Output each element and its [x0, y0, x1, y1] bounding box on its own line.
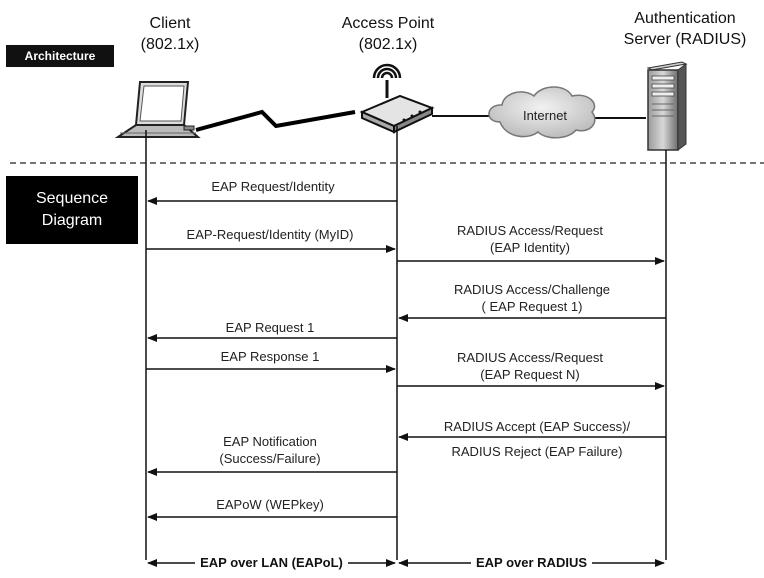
msg-radius-access-request-n-line2: (EAP Request N): [480, 367, 580, 382]
wireless-link-icon: [195, 109, 356, 132]
sequence-tag-line1: Sequence: [35, 190, 109, 207]
access-point-icon: [359, 63, 435, 134]
radius-span-label: EAP over RADIUS: [470, 555, 592, 570]
msg-radius-access-request-n-line1: RADIUS Access/Request: [457, 350, 603, 365]
auth-server-header: Authentication Server (RADIUS): [605, 8, 764, 50]
msg-eap-notification: EAP Notification (Success/Failure): [160, 433, 380, 467]
access-point-header-line2: (802.1x): [358, 36, 418, 53]
msg-radius-access-challenge-line1: RADIUS Access/Challenge: [453, 282, 611, 297]
msg-radius-access-challenge: RADIUS Access/Challenge ( EAP Request 1): [420, 281, 644, 315]
auth-server-header-line2: Server (RADIUS): [623, 31, 747, 48]
access-point-header: Access Point (802.1x): [318, 13, 458, 55]
msg-radius-access-challenge-line2: ( EAP Request 1): [481, 299, 583, 314]
msg-eap-response-1: EAP Response 1: [220, 349, 320, 364]
msg-eap-request-identity: EAP Request/Identity: [211, 179, 335, 194]
msg-eap-notification-line2: (Success/Failure): [219, 451, 321, 466]
msg-eap-request-1: EAP Request 1: [225, 320, 315, 335]
client-header-line1: Client: [149, 15, 191, 32]
internet-label: Internet: [522, 108, 568, 123]
laptop-icon: [114, 81, 201, 138]
radius-span-label-wrap: EAP over RADIUS: [397, 555, 666, 570]
msg-radius-accept: RADIUS Accept (EAP Success)/: [443, 419, 631, 434]
internet-cloud-icon: [488, 86, 596, 139]
client-header-line2: (802.1x): [140, 36, 200, 53]
server-tower-icon: [646, 61, 688, 151]
msg-radius-reject: RADIUS Reject (EAP Failure): [451, 444, 623, 459]
msg-eap-request-identity-myid: EAP-Request/Identity (MyID): [186, 227, 354, 242]
eapol-span-label: EAP over LAN (EAPoL): [195, 555, 348, 570]
architecture-tag: Architecture: [6, 45, 114, 67]
msg-radius-access-request-1: RADIUS Access/Request (EAP Identity): [420, 222, 640, 256]
access-point-header-line1: Access Point: [341, 15, 435, 32]
eapol-span-label-wrap: EAP over LAN (EAPoL): [146, 555, 397, 570]
msg-radius-access-request-n: RADIUS Access/Request (EAP Request N): [420, 349, 640, 383]
msg-eap-notification-line1: EAP Notification: [223, 434, 317, 449]
msg-radius-access-request-1-line2: (EAP Identity): [490, 240, 570, 255]
msg-radius-access-request-1-line1: RADIUS Access/Request: [457, 223, 603, 238]
msg-eapow-wepkey: EAPoW (WEPkey): [216, 497, 324, 512]
auth-server-header-line1: Authentication: [634, 10, 736, 27]
sequence-tag-line2: Diagram: [41, 212, 103, 229]
client-header: Client (802.1x): [130, 13, 210, 55]
sequence-diagram-tag: Sequence Diagram: [6, 176, 138, 244]
